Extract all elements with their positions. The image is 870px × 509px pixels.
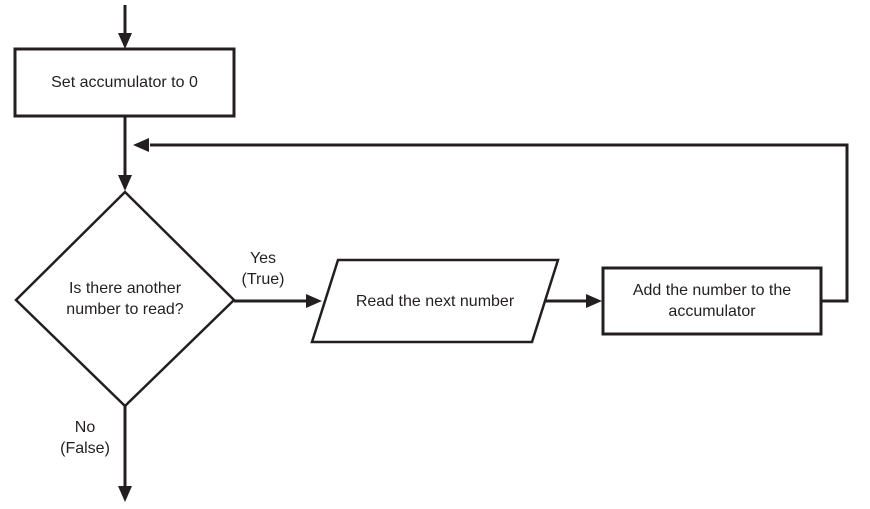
arrow-down-icon: [118, 175, 132, 191]
arrow-down-icon: [118, 486, 132, 502]
add-process-shape: [601, 266, 823, 336]
arrow-right-icon: [306, 294, 322, 308]
arrow-left-icon: [133, 138, 149, 152]
decision-diamond-shape: [14, 190, 236, 408]
arrow-down-icon: [118, 33, 132, 49]
arrow-right-icon: [586, 294, 602, 308]
loop-back-line: [150, 143, 849, 303]
read-io-shape: [310, 258, 560, 344]
start-process-shape: [13, 47, 236, 118]
